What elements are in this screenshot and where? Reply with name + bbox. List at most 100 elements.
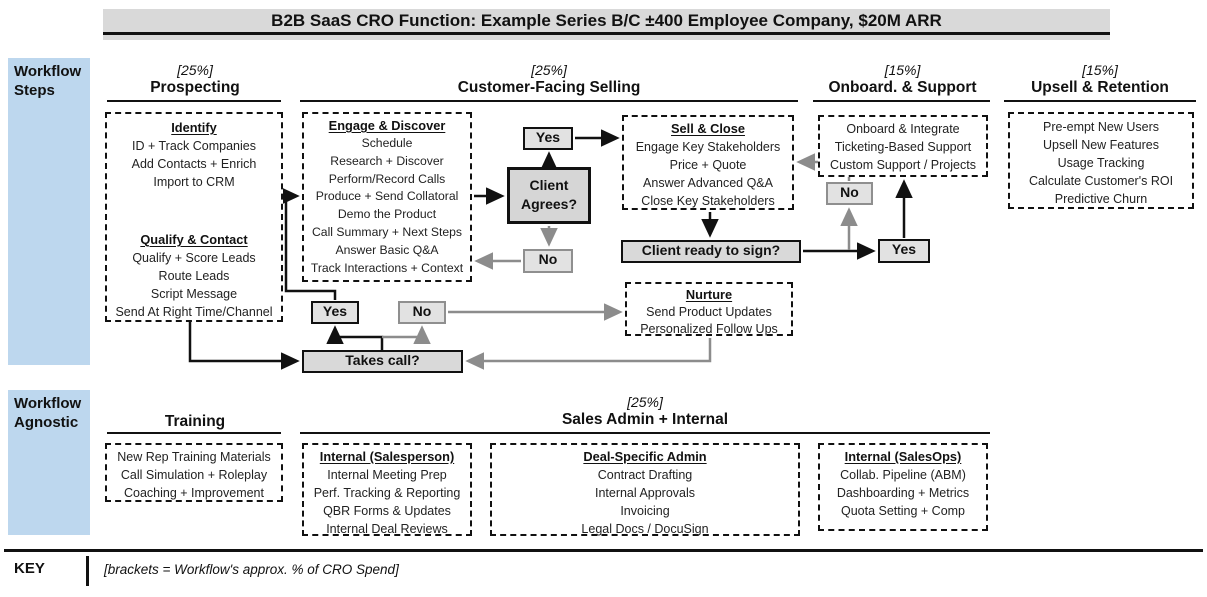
list-item: Send Product Updates <box>646 305 772 319</box>
list-item: Quota Setting + Comp <box>840 504 966 518</box>
list-item: Engage Key Stakeholders <box>635 140 781 154</box>
list-item: Track Interactions + Context <box>310 260 464 275</box>
sidebar-workflow-agnostic: Workflow Agnostic <box>8 390 90 535</box>
list-item: Answer Advanced Q&A <box>643 176 773 190</box>
selling-rule <box>300 100 798 102</box>
nurture-title: Nurture <box>685 287 733 302</box>
no-box-client-ready: No <box>826 182 873 205</box>
upsell-rule <box>1004 100 1196 102</box>
upsell-title: Upsell & Retention <box>1031 79 1169 96</box>
internal-salesops-title: Internal (SalesOps) <box>844 449 962 464</box>
list-item: Internal Approvals <box>594 486 696 500</box>
list-item: ID + Track Companies <box>131 139 256 153</box>
list-item: New Rep Training Materials <box>117 450 271 464</box>
list-item: QBR Forms & Updates <box>323 504 451 518</box>
training-rule <box>107 432 281 434</box>
list-item: Dashboarding + Metrics <box>836 486 970 500</box>
key-label: KEY <box>14 560 45 577</box>
header-upsell: [15%] Upsell & Retention <box>1002 62 1198 97</box>
spacer <box>107 191 281 231</box>
sales-admin-rule <box>300 432 990 434</box>
yes-box-client-ready: Yes <box>878 239 930 263</box>
list-item: Calculate Customer's ROI <box>1028 174 1174 188</box>
sidebar-workflow-steps-label: Workflow Steps <box>14 63 82 99</box>
list-item: Onboard & Integrate <box>846 122 960 136</box>
list-item: Script Message <box>150 287 238 301</box>
no-box-takes-call: No <box>398 301 446 324</box>
header-prospecting: [25%] Prospecting <box>95 62 295 97</box>
selling-pct: [25%] <box>531 62 567 78</box>
sidebar-workflow-steps: Workflow Steps <box>8 58 90 365</box>
list-item: Legal Docs / DocuSign <box>581 522 709 536</box>
internal-salesops-box: Internal (SalesOps) Collab. Pipeline (AB… <box>818 443 988 531</box>
list-item: Answer Basic Q&A <box>335 242 439 257</box>
list-item: Contract Drafting <box>597 468 693 482</box>
engage-title: Engage & Discover <box>328 118 446 133</box>
list-item: Collab. Pipeline (ABM) <box>840 468 966 482</box>
engage-discover-box: Engage & Discover Schedule Research + Di… <box>302 112 472 282</box>
onboard-support-box: Onboard & Integrate Ticketing-Based Supp… <box>818 115 988 177</box>
sidebar-workflow-agnostic-label: Workflow Agnostic <box>14 395 82 431</box>
decision-client-agrees: Client Agrees? <box>507 167 591 224</box>
list-item: Internal Deal Reviews <box>326 522 448 536</box>
list-item: Upsell New Features <box>1042 138 1159 152</box>
prospecting-rule <box>107 100 281 102</box>
list-item: Call Summary + Next Steps <box>311 224 463 239</box>
list-item: Usage Tracking <box>1057 156 1145 170</box>
upsell-retention-box: Pre-empt New Users Upsell New Features U… <box>1008 112 1194 209</box>
list-item: Predictive Churn <box>1054 192 1148 206</box>
onboard-title: Onboard. & Support <box>828 79 977 96</box>
deal-admin-title: Deal-Specific Admin <box>583 449 707 464</box>
list-item: Add Contacts + Enrich <box>131 157 257 171</box>
onboard-pct: [15%] <box>884 62 921 78</box>
header-selling: [25%] Customer-Facing Selling <box>299 62 799 97</box>
sales-admin-title: Sales Admin + Internal <box>561 411 729 428</box>
qualify-title: Qualify & Contact <box>140 232 248 247</box>
list-item: Perf. Tracking & Reporting <box>313 486 461 500</box>
key-text: [brackets = Workflow's approx. % of CRO … <box>104 562 399 577</box>
header-onboard: [15%] Onboard. & Support <box>805 62 1000 97</box>
list-item: Ticketing-Based Support <box>834 140 972 154</box>
list-item: Pre-empt New Users <box>1043 120 1159 134</box>
list-item: Route Leads <box>158 269 230 283</box>
no-box-client-agrees: No <box>523 249 573 273</box>
list-item: Coaching + Improvement <box>123 486 264 500</box>
sell-title: Sell & Close <box>671 121 745 136</box>
key-vertical-bar <box>86 556 89 586</box>
internal-salesperson-box: Internal (Salesperson) Internal Meeting … <box>302 443 472 536</box>
list-item: Qualify + Score Leads <box>132 251 256 265</box>
yes-box-takes-call: Yes <box>311 301 359 324</box>
page-title: B2B SaaS CRO Function: Example Series B/… <box>271 11 942 30</box>
key-divider-line <box>4 549 1203 552</box>
decision-client-ready: Client ready to sign? <box>621 240 801 263</box>
prospecting-pct: [25%] <box>177 62 213 78</box>
list-item: Invoicing <box>620 504 670 518</box>
list-item: Price + Quote <box>669 158 747 172</box>
prospecting-title: Prospecting <box>150 79 240 96</box>
list-item: Custom Support / Projects <box>830 158 976 172</box>
list-item: Import to CRM <box>153 175 235 189</box>
list-item: Research + Discover <box>330 153 444 168</box>
title-underline <box>103 32 1110 35</box>
prospecting-box: Identify ID + Track Companies Add Contac… <box>105 112 283 322</box>
list-item: Produce + Send Collatoral <box>315 189 459 204</box>
header-sales-admin: [25%] Sales Admin + Internal <box>395 394 895 429</box>
list-item: Personalized Follow Ups <box>640 322 778 336</box>
header-training: Training <box>95 412 295 431</box>
training-box: New Rep Training Materials Call Simulati… <box>105 443 283 502</box>
list-item: Close Key Stakeholders <box>641 194 775 208</box>
list-item: Call Simulation + Roleplay <box>120 468 268 482</box>
yes-box-client-agrees: Yes <box>523 127 573 150</box>
onboard-rule <box>813 100 990 102</box>
list-item: Perform/Record Calls <box>328 171 446 186</box>
title-band: B2B SaaS CRO Function: Example Series B/… <box>103 9 1110 40</box>
internal-salesperson-title: Internal (Salesperson) <box>319 449 455 464</box>
sell-close-box: Sell & Close Engage Key Stakeholders Pri… <box>622 115 794 210</box>
list-item: Internal Meeting Prep <box>327 468 447 482</box>
list-item: Send At Right Time/Channel <box>115 305 273 319</box>
sales-admin-pct: [25%] <box>627 394 663 410</box>
upsell-pct: [15%] <box>1082 62 1118 78</box>
deal-specific-admin-box: Deal-Specific Admin Contract Drafting In… <box>490 443 800 536</box>
training-title: Training <box>164 413 226 430</box>
